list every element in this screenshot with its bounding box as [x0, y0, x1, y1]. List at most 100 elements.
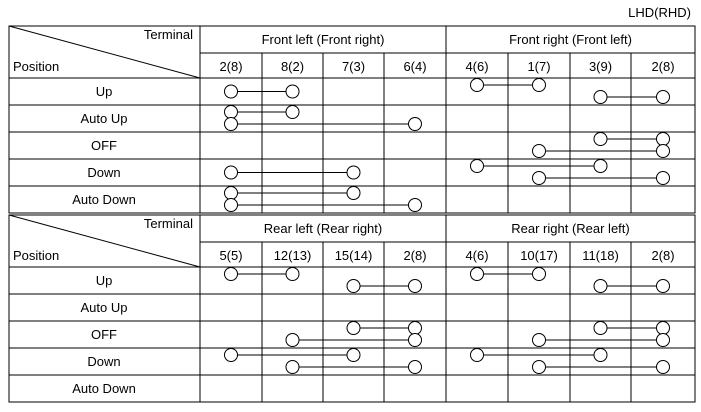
terminal-circle: [593, 321, 608, 335]
terminal-number: 10(17): [520, 248, 558, 263]
continuity-link: [593, 321, 670, 335]
terminal-circle: [656, 144, 670, 158]
terminal-circle: [285, 360, 300, 374]
continuity-link: [470, 267, 546, 281]
position-label: Down: [87, 354, 120, 369]
continuity-link: [593, 132, 670, 146]
terminal-circle: [224, 186, 238, 200]
terminal-circle: [346, 321, 361, 335]
terminal-circle: [656, 90, 670, 104]
terminal-number: 15(14): [335, 248, 373, 263]
terminal-circle: [593, 159, 608, 173]
position-row: Down: [87, 348, 670, 374]
position-row: OFF: [91, 321, 670, 347]
position-label: Auto Up: [81, 111, 128, 126]
terminal-number: 2(8): [651, 59, 674, 74]
terminal-circle: [532, 333, 546, 347]
terminal-circle: [346, 348, 361, 362]
terminal-number: 6(4): [403, 59, 426, 74]
terminal-number: 2(8): [651, 248, 674, 263]
terminal-circle: [593, 348, 608, 362]
terminal-circle: [656, 333, 670, 347]
terminal-circle: [408, 198, 422, 212]
continuity-link: [224, 186, 361, 200]
continuity-link: [224, 117, 422, 131]
terminal-number: 7(3): [342, 59, 365, 74]
continuity-link: [224, 105, 300, 119]
terminal-number: 4(6): [465, 59, 488, 74]
terminal-circle: [532, 78, 546, 92]
continuity-link: [285, 360, 422, 374]
group-title: Rear left (Rear right): [264, 221, 382, 236]
position-row: OFF: [91, 132, 670, 158]
terminal-number: 11(18): [582, 248, 619, 263]
position-row: Up: [96, 267, 670, 293]
terminal-circle: [532, 267, 546, 281]
continuity-link: [532, 144, 670, 158]
terminal-circle: [224, 165, 238, 180]
terminal-circle: [470, 348, 484, 362]
terminal-circle: [346, 186, 361, 200]
position-label: Up: [96, 273, 113, 288]
terminal-number: 1(7): [527, 59, 550, 74]
continuity-link: [593, 90, 670, 104]
terminal-circle: [532, 360, 546, 374]
terminal-circle: [408, 279, 422, 293]
terminal-circle: [408, 321, 422, 335]
terminal-number: 3(9): [589, 59, 612, 74]
header-diagonal: [8, 25, 201, 79]
continuity-link: [224, 84, 300, 99]
terminal-circle: [593, 132, 608, 146]
position-label: Down: [87, 165, 120, 180]
continuity-link: [532, 171, 670, 185]
terminal-circle: [656, 279, 670, 293]
group-title: Rear right (Rear left): [511, 221, 629, 236]
position-label: OFF: [91, 138, 117, 153]
continuity-link: [532, 360, 670, 374]
terminal-circle: [346, 279, 361, 293]
terminal-circle: [470, 159, 484, 173]
continuity-link: [224, 267, 300, 281]
terminal-circle: [224, 117, 238, 131]
table-border: [8, 25, 696, 214]
terminal-circle: [656, 360, 670, 374]
continuity-link: [224, 165, 361, 180]
terminal-circle: [593, 90, 608, 104]
group-title: Front right (Front left): [509, 32, 632, 47]
terminal-circle: [656, 171, 670, 185]
continuity-link: [593, 279, 670, 293]
terminal-number: 2(8): [219, 59, 242, 74]
terminal-number: 8(2): [281, 59, 304, 74]
terminal-circle: [532, 144, 546, 158]
terminal-number: 2(8): [403, 248, 426, 263]
terminal-circle: [408, 117, 422, 131]
continuity-link: [224, 198, 422, 212]
terminal-circle: [224, 348, 238, 362]
terminal-label: Terminal: [144, 216, 193, 231]
terminal-circle: [224, 84, 238, 99]
continuity-link: [470, 348, 608, 362]
continuity-link: [532, 333, 670, 347]
terminal-number: 12(13): [274, 248, 312, 263]
position-label: Auto Down: [72, 381, 136, 396]
position-row: Auto Down: [72, 186, 422, 212]
terminal-circle: [470, 78, 484, 92]
terminal-circle: [285, 105, 300, 119]
position-label: Position: [13, 248, 59, 263]
position-label: Position: [13, 59, 59, 74]
terminal-circle: [285, 333, 300, 347]
position-row: Auto Up: [81, 105, 422, 131]
position-row: Auto Down: [72, 381, 136, 396]
terminal-circle: [593, 279, 608, 293]
position-label: Up: [96, 84, 113, 99]
header-diagonal: [8, 214, 201, 268]
continuity-link: [346, 321, 422, 335]
terminal-label: Terminal: [144, 27, 193, 42]
terminal-circle: [224, 198, 238, 212]
continuity-link: [470, 159, 608, 173]
terminal-circle: [224, 105, 238, 119]
terminal-circle: [470, 267, 484, 281]
